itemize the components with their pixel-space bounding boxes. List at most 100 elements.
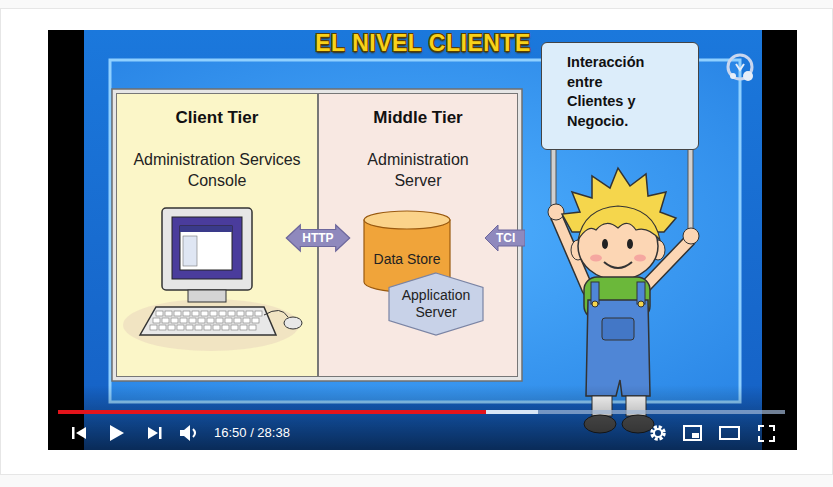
video-frame [48,30,797,450]
key [228,311,235,316]
node-text: Application Server [395,287,477,321]
key [234,318,241,323]
key [210,311,217,316]
kid-illustration [634,255,646,262]
kid-illustration [638,301,644,307]
key [231,325,238,330]
player-controls [486,410,538,414]
kid-illustration [586,300,650,396]
shadow [123,299,299,351]
node-text: Data Store [374,251,441,268]
tier-box: Middle TierAdministration ServerData Sto… [318,93,518,377]
data-store-cylinder: Data Store [363,210,451,292]
time-display: 16:50 / 28:38 [214,425,290,440]
mouse [284,317,302,329]
player-controls [110,425,124,441]
key [192,311,199,316]
key [162,318,169,323]
key [225,318,232,323]
player-controls [654,429,662,437]
arrow-shape [485,225,525,251]
kid-illustration [590,255,602,262]
logo [743,71,753,81]
logo [736,64,744,70]
logo [728,55,753,81]
key [165,311,172,316]
player-controls [684,426,701,440]
key [243,318,250,323]
kid-illustration [548,204,564,220]
player-controls [58,410,486,414]
player-controls [193,429,195,437]
diagram-frame [112,89,522,381]
key [240,325,247,330]
player-controls [48,385,797,450]
key [195,325,202,330]
node-heading: Middle Tier [318,108,518,128]
node-heading: Client Tier [116,108,318,128]
key [150,325,157,330]
tier-box-fill [318,93,518,377]
player-controls [180,425,190,441]
node-text: Interacción entre Clientes y Negocio. [567,53,659,131]
key [189,318,196,323]
key [177,325,184,330]
screen [172,217,242,279]
key [204,325,211,330]
kid-illustration [602,239,608,249]
node-text: Administration Server [353,150,483,192]
cylinder-top [364,211,450,229]
player-controls [652,427,664,439]
key [219,311,226,316]
protocol-label: TCI [496,231,515,245]
window [180,226,232,270]
key [246,311,253,316]
node-text: Administration Services Console [132,150,302,192]
keyboard [140,307,276,335]
hexagon-face [389,273,483,335]
key [180,318,187,323]
key [153,318,160,323]
key [171,318,178,323]
player-controls [759,426,774,441]
mouse-cable [264,310,288,317]
kid-illustration [627,239,633,249]
kid-illustration [592,301,598,307]
logo [730,73,736,79]
key [168,325,175,330]
kid-illustration [683,228,699,244]
kid-illustration [604,262,632,268]
computer-illustration [116,93,318,377]
slide-title: EL NIVEL CLIENTE [84,30,762,57]
key [156,311,163,316]
player-controls [72,427,86,439]
key [186,325,193,330]
player-controls [148,427,162,439]
monitor [162,208,252,290]
key [213,325,220,330]
key [249,325,256,330]
tier-box: Client TierAdministration Services Conso… [116,93,318,377]
tier-box-fill [116,93,318,377]
key [216,318,223,323]
key [198,318,205,323]
callout-sign: Interacción entre Clientes y Negocio. [541,42,699,150]
key [207,318,214,323]
edge-label: HTTP [302,231,333,245]
kid-illustration [602,318,634,340]
key [255,311,262,316]
key [237,311,244,316]
player-controls [692,433,699,438]
player-controls [58,410,785,414]
player-controls [48,385,797,450]
window-bar [180,226,232,232]
key [222,325,229,330]
list [183,236,197,266]
monitor-stand [188,290,226,302]
server-hexagon: Application Server [388,272,484,336]
key [174,311,181,316]
key [183,311,190,316]
key [201,311,208,316]
